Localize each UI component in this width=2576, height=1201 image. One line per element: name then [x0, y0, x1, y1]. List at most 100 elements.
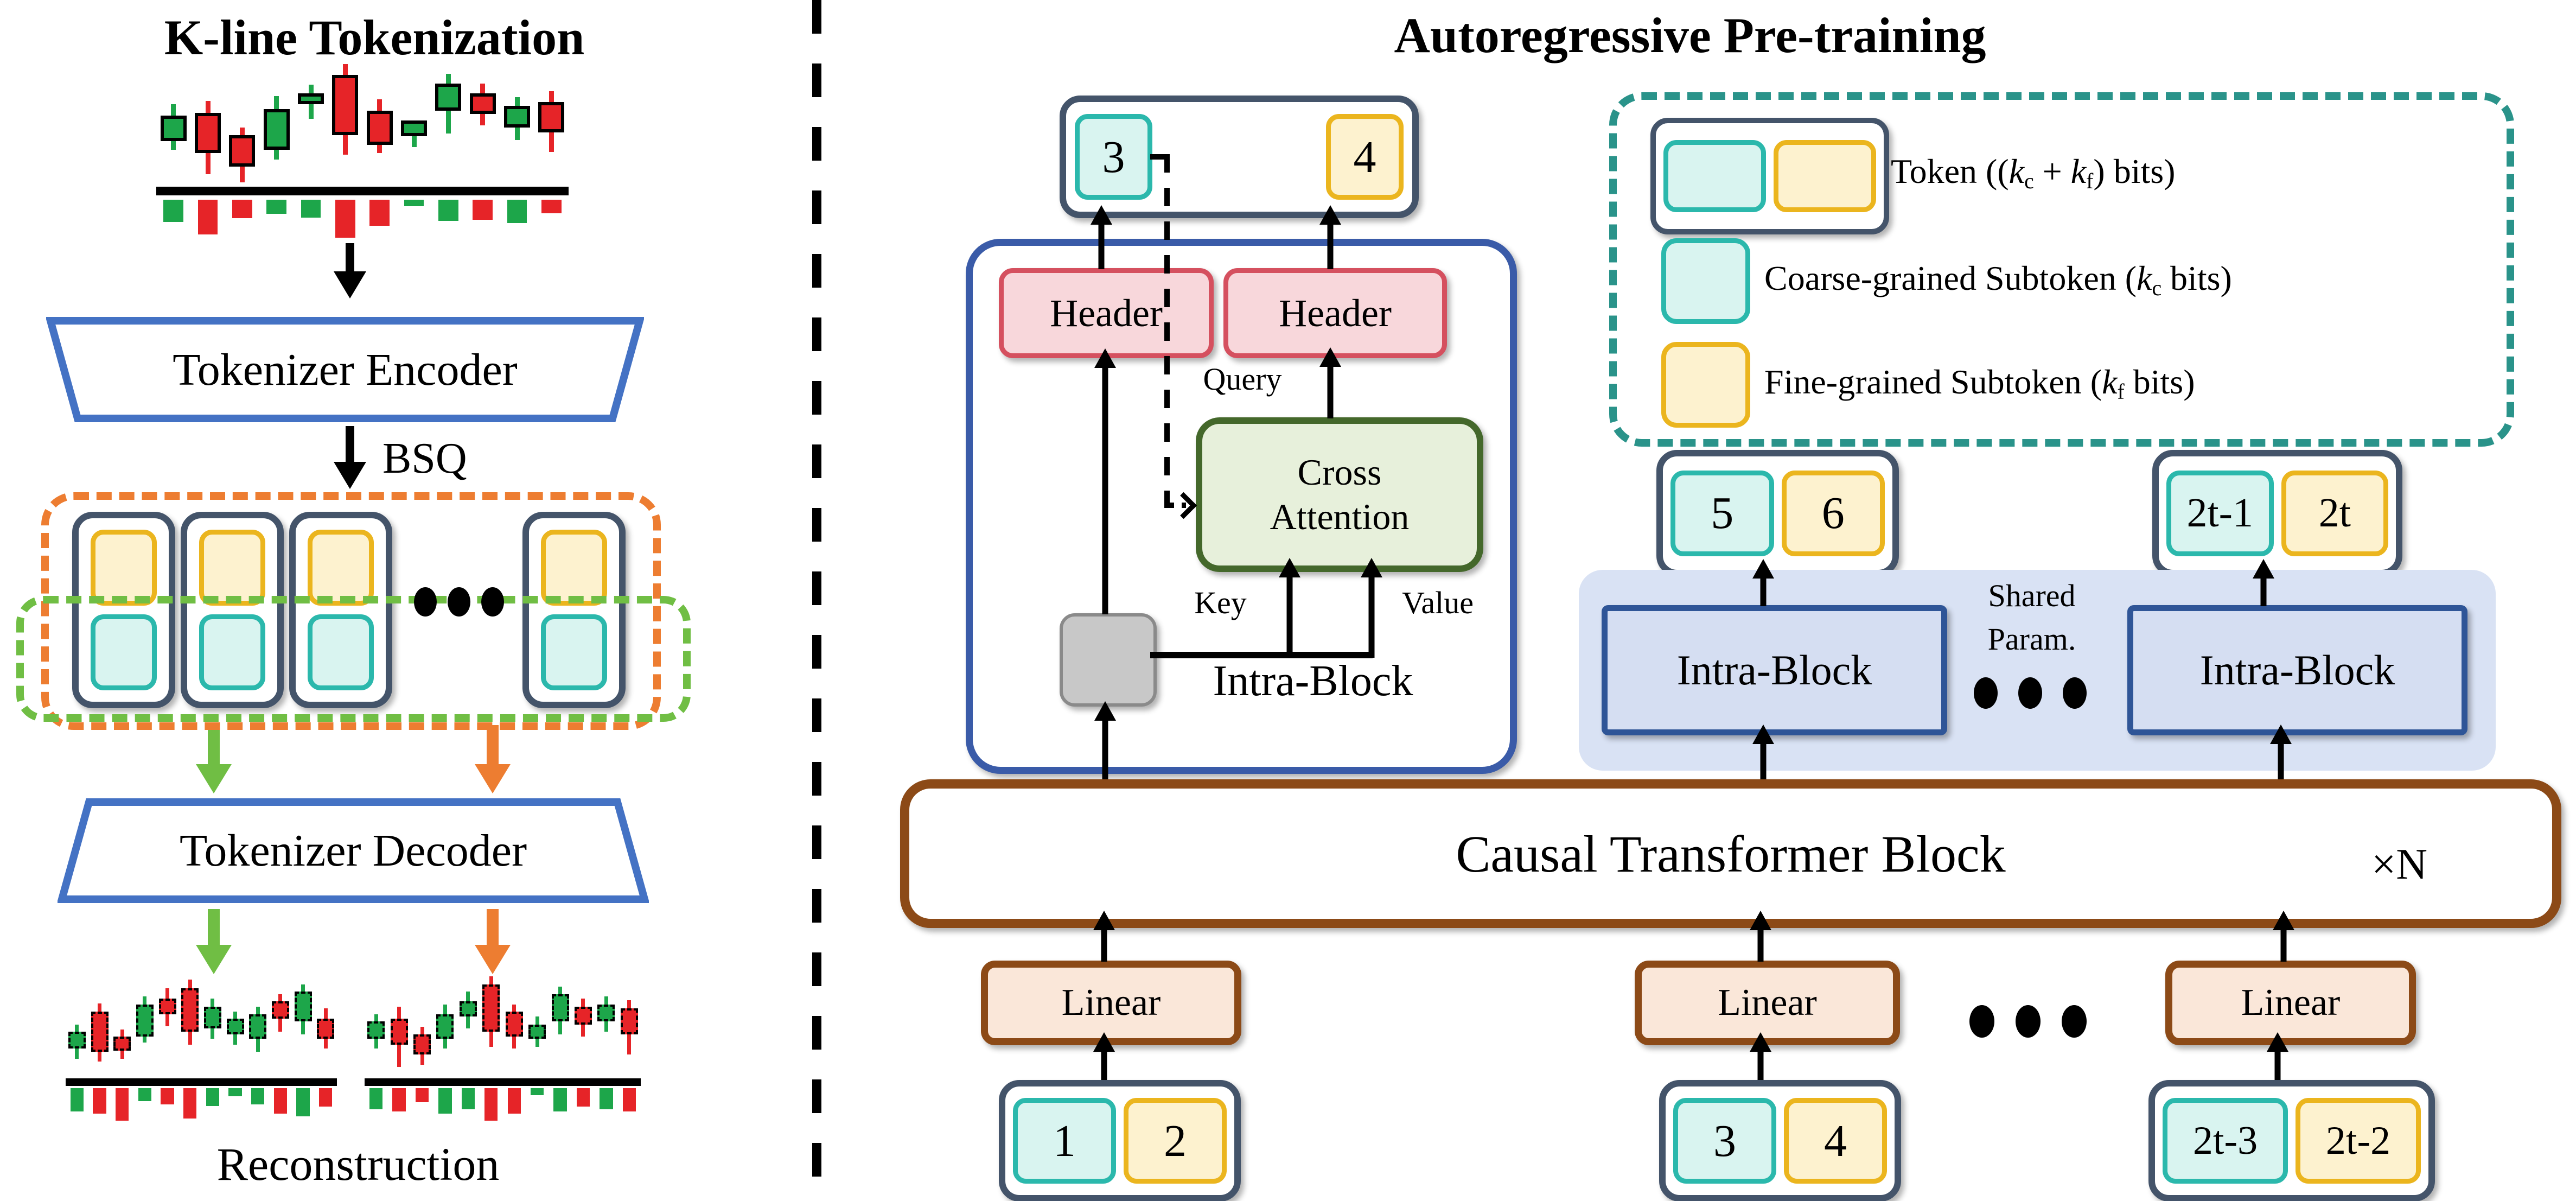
arrow-causal-to-intrablock-right [2270, 725, 2292, 780]
cross-attention-label-line2: Attention [1270, 495, 1410, 537]
cross-attention-label-line1: Cross [1297, 451, 1382, 493]
intra-block-detail-label: Intra-Block [1213, 657, 1413, 705]
ellipsis-dots [1974, 677, 1998, 709]
value-label: Value [1401, 584, 1474, 620]
ellipsis-dots [414, 587, 437, 617]
hidden-state-box [1060, 613, 1157, 707]
header-left-box: Header [999, 268, 1214, 358]
fine-subtoken [541, 530, 607, 606]
arrow-token-to-linear-left [1093, 1032, 1115, 1081]
arrow-state-to-header [1094, 348, 1116, 614]
fine-subtoken [91, 530, 157, 606]
arrow-cross-to-header [1319, 347, 1341, 418]
output-token-5-6: 5 6 [1656, 450, 1899, 576]
orange-recon-arrow [475, 909, 511, 974]
green-dashed-coarse-group [16, 596, 691, 722]
green-coarse-arrow [196, 725, 232, 793]
output-token-2t1-2t: 2t-1 2t [2152, 450, 2402, 576]
causal-transformer-label: Causal Transformer Block [1456, 824, 2006, 883]
intra-block-right-box: Intra-Block [2127, 605, 2467, 735]
fine-subtoken: 6 [1781, 470, 1885, 556]
query-dash-stub [1150, 154, 1165, 160]
input-kline-chart [156, 64, 569, 239]
input-token-2t3-2t2: 2t-3 2t-2 [2148, 1080, 2435, 1201]
arrow-header-to-fine-token [1319, 205, 1341, 269]
coarse-subtoken: 3 [1673, 1098, 1776, 1184]
ellipsis-dots [481, 587, 504, 617]
trapezoid-shape [45, 317, 645, 422]
ellipsis-dots [448, 587, 470, 617]
coarse-subtoken-icon [1663, 140, 1766, 212]
coarse-subtoken [541, 614, 607, 690]
ellipsis-dots [2062, 1005, 2087, 1038]
panel-divider [812, 0, 821, 1201]
input-token-3-4: 3 4 [1659, 1080, 1901, 1201]
fine-subtoken: 2t [2281, 470, 2388, 556]
legend-fine-label: Fine-grained Subtoken (kf bits) [1764, 363, 2195, 404]
coarse-subtoken: 2t-3 [2163, 1098, 2288, 1184]
coarse-subtoken: 3 [1075, 114, 1152, 200]
arrow-intrablock-to-token2t [2253, 559, 2274, 606]
fine-subtoken: 2t-2 [2296, 1098, 2421, 1184]
arrow-linear-to-causal-right [2273, 911, 2294, 962]
legend-token-label: Token ((kc + kf) bits) [1891, 152, 2176, 193]
ellipsis-dots [2018, 677, 2042, 709]
left-panel-title: K-line Tokenization [164, 10, 585, 65]
orange-dashed-token-group [41, 492, 661, 730]
arrow-token-to-linear-mid [1750, 1032, 1771, 1081]
query-dashed-line [1164, 154, 1170, 506]
repeat-n-label: ×N [2371, 841, 2427, 888]
tokenizer-decoder-label: Tokenizer Decoder [179, 825, 527, 876]
right-panel-title: Autoregressive Pre-training [1394, 8, 1986, 63]
arrow-linear-to-causal-left [1093, 911, 1115, 962]
token-icon [1650, 118, 1889, 234]
causal-transformer-block: Causal Transformer Block ×N [900, 779, 2561, 928]
reconstruction-kline-right [365, 976, 641, 1137]
arrow-token-to-linear-right [2267, 1032, 2288, 1081]
ellipsis-dots [2016, 1005, 2041, 1038]
ellipsis-dots [2063, 677, 2087, 709]
legend-box: Token ((kc + kf) bits) Coarse-grained Su… [1609, 92, 2514, 447]
key-arrow [1279, 558, 1300, 658]
key-label: Key [1194, 584, 1247, 620]
coarse-subtoken: 2t-1 [2166, 470, 2274, 556]
tokenizer-encoder-label: Tokenizer Encoder [173, 344, 518, 395]
orange-fine-arrow [475, 725, 511, 793]
intra-block-left-box: Intra-Block [1602, 605, 1947, 735]
header-right-box: Header [1223, 268, 1447, 358]
fine-subtoken-icon [1661, 342, 1750, 428]
input-token-1-2: 1 2 [999, 1080, 1241, 1201]
coarse-subtoken [308, 614, 374, 690]
coarse-subtoken: 5 [1670, 470, 1774, 556]
down-arrow-to-encoder [334, 243, 366, 298]
coarse-subtoken: 1 [1013, 1098, 1116, 1184]
coarse-subtoken-icon [1661, 238, 1750, 324]
token [522, 512, 626, 708]
arrow-intrablock-to-token56 [1752, 559, 1774, 606]
legend-coarse-label: Coarse-grained Subtoken (kc bits) [1764, 259, 2232, 300]
bsq-label: BSQ [382, 435, 467, 482]
fine-subtoken: 4 [1326, 114, 1404, 200]
reconstruction-kline-left [66, 976, 337, 1137]
arrow-linear-to-causal-mid [1750, 911, 1771, 962]
tokenizer-decoder-block: Tokenizer Decoder [56, 798, 650, 904]
arrow-causal-to-intrablock-left [1752, 725, 1774, 780]
fine-subtoken: 4 [1784, 1098, 1887, 1184]
query-dashed-elbow [1164, 503, 1186, 508]
fine-subtoken: 2 [1124, 1098, 1227, 1184]
shared-param-label-line1: Shared [1988, 577, 2076, 613]
token [181, 512, 284, 708]
value-arrow [1361, 558, 1382, 658]
query-label: Query [1203, 361, 1282, 397]
cross-attention-box: Cross Attention [1196, 417, 1483, 572]
reconstruction-label: Reconstruction [216, 1138, 500, 1190]
coarse-subtoken [91, 614, 157, 690]
linear-left-box: Linear [981, 961, 1241, 1045]
arrow-causal-to-state [1094, 701, 1116, 780]
output-token-3-4: 3 4 [1060, 96, 1419, 218]
coarse-subtoken [199, 614, 265, 690]
arrow-header-to-coarse-token [1091, 205, 1112, 269]
token [289, 512, 392, 708]
fine-subtoken-icon [1774, 140, 1876, 212]
fine-subtoken [308, 530, 374, 606]
